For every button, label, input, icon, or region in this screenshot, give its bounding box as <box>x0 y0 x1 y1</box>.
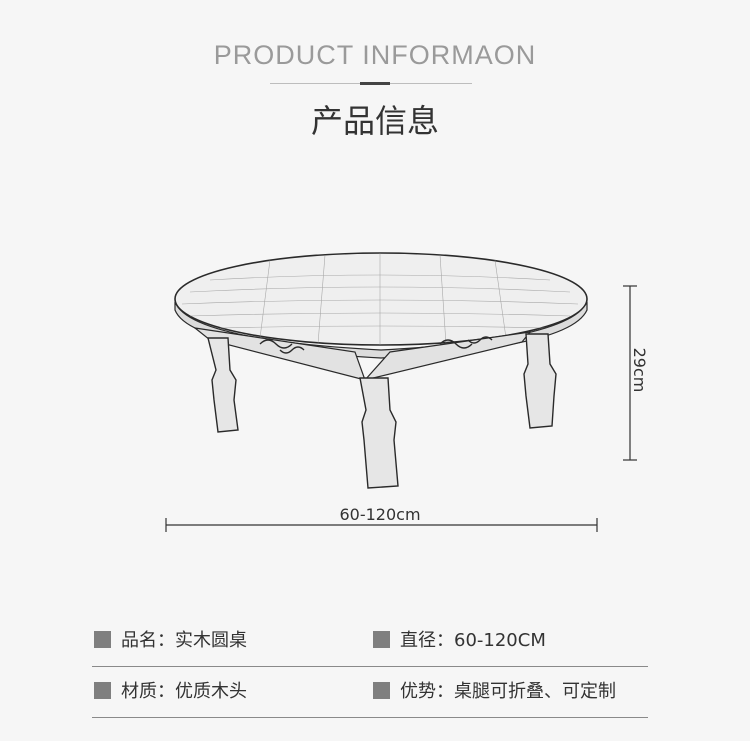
spec-row: 品名：实木圆桌 直径：60-120CM <box>92 618 648 667</box>
width-dimension-label: 60-120cm <box>339 505 421 524</box>
carving <box>259 336 493 354</box>
width-dimension-line <box>165 518 598 532</box>
spec-item-name: 品名：实木圆桌 <box>94 626 247 652</box>
spec-item-advantage: 优势：桌腿可折叠、可定制 <box>373 677 616 703</box>
table-legs <box>207 333 557 489</box>
height-dimension-label: 29cm <box>630 347 649 393</box>
spec-table: 品名：实木圆桌 直径：60-120CM 材质：优质木头 优势：桌腿可折叠、可定制 <box>92 618 648 718</box>
square-bullet-icon <box>373 630 390 648</box>
height-dimension-line <box>623 285 637 461</box>
square-bullet-icon <box>373 681 390 699</box>
spec-row: 材质：优质木头 优势：桌腿可折叠、可定制 <box>92 669 648 718</box>
spec-item-diameter: 直径：60-120CM <box>373 626 546 652</box>
spec-text: 品名：实木圆桌 <box>121 630 247 651</box>
round-table-illustration <box>174 252 588 489</box>
spec-text: 优势：桌腿可折叠、可定制 <box>400 681 616 702</box>
square-bullet-icon <box>94 681 111 699</box>
square-bullet-icon <box>94 630 111 648</box>
tabletop <box>174 252 588 346</box>
spec-item-material: 材质：优质木头 <box>94 677 247 703</box>
heading-divider-accent <box>360 82 390 85</box>
page-heading-cn: 产品信息 <box>310 102 439 140</box>
wood-grain <box>181 253 579 345</box>
spec-text: 材质：优质木头 <box>121 681 247 702</box>
apron-right <box>363 331 532 382</box>
spec-text: 直径：60-120CM <box>400 630 546 651</box>
page-heading-en: PRODUCT INFORMAON <box>213 40 537 70</box>
